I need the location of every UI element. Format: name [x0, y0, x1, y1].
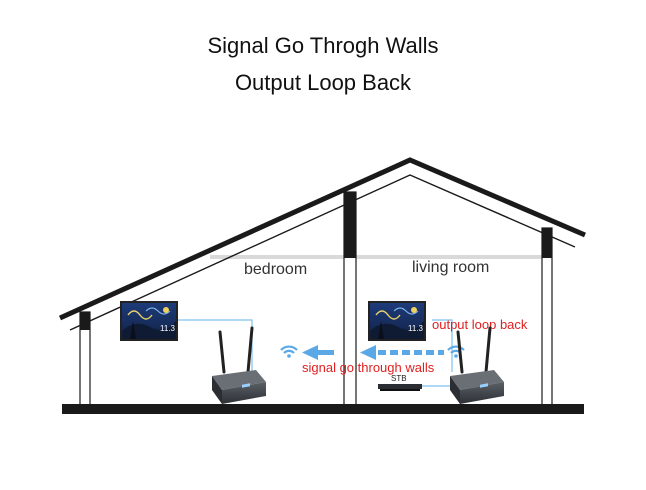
roof [58, 157, 586, 331]
living-room-ceiling [356, 255, 542, 259]
room-label-living-room: living room [412, 259, 489, 276]
output-loop-back-label: output loop back [432, 317, 528, 332]
living-room-tv-number: 11.3 [408, 324, 424, 333]
receiver-device [210, 326, 268, 406]
bedroom-ceiling [210, 255, 350, 259]
living-room-tv: 11.3 [367, 300, 427, 342]
bedroom-tv-number: 11.3 [160, 324, 176, 333]
floor [62, 404, 584, 414]
signal-arrows [302, 345, 444, 360]
room-label-bedroom: bedroom [244, 261, 307, 278]
stb-label: STB [391, 374, 407, 383]
bedroom-tv: 11.3 [119, 300, 179, 342]
hdmi-cables [178, 319, 453, 387]
set-top-box: STB [378, 374, 422, 391]
dashed-signal-arrow [360, 345, 444, 360]
wifi-icon [279, 345, 299, 359]
signal-through-walls-label: signal go through walls [302, 360, 435, 375]
title-line-2: Output Loop Back [234, 70, 412, 95]
transmitter-device [448, 326, 506, 406]
title-line-1: Signal Go Throgh Walls [207, 33, 439, 58]
